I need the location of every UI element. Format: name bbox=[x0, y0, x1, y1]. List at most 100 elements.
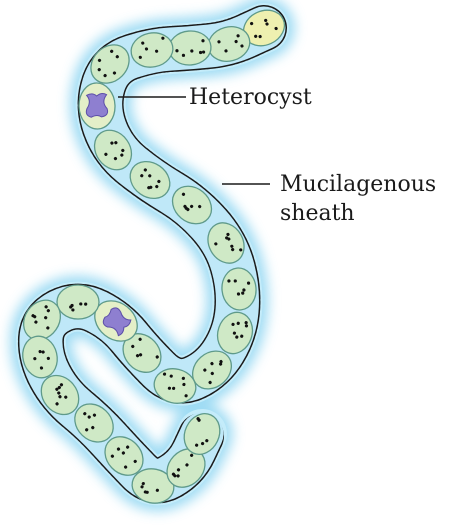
cell-granule bbox=[58, 395, 62, 399]
cell-granule bbox=[167, 386, 172, 390]
cell-granule bbox=[143, 490, 147, 494]
sheath-label-line1: Mucilagenous bbox=[280, 172, 436, 197]
cell-granule bbox=[224, 49, 228, 53]
cell-granule bbox=[264, 18, 268, 23]
cell-wall bbox=[22, 299, 62, 341]
cell-wall bbox=[22, 335, 58, 379]
cell-granule bbox=[64, 395, 68, 399]
cell-granule bbox=[157, 179, 161, 184]
cell-granule bbox=[201, 39, 205, 43]
cell-granule bbox=[121, 451, 125, 455]
cell-granule bbox=[181, 376, 185, 380]
cell-granule bbox=[144, 47, 149, 51]
cell-granule bbox=[116, 447, 121, 451]
cell-granule bbox=[244, 321, 248, 325]
cell-granule bbox=[110, 454, 114, 458]
cell-granule bbox=[140, 174, 144, 178]
cell-granule bbox=[169, 374, 173, 378]
cell-granule bbox=[131, 344, 135, 348]
vegetative-cell bbox=[221, 267, 257, 311]
vegetative-cell bbox=[171, 185, 213, 225]
vegetative-cell bbox=[130, 32, 174, 68]
cell-granule bbox=[195, 443, 199, 447]
cell-granule bbox=[41, 350, 45, 354]
cell-granule bbox=[201, 50, 206, 54]
vegetative-cell bbox=[40, 374, 80, 416]
cell-granule bbox=[240, 44, 244, 48]
cell-granule bbox=[46, 326, 50, 330]
vegetative-cell bbox=[22, 335, 58, 379]
cell-granule bbox=[55, 402, 59, 406]
cell-granule bbox=[200, 441, 205, 446]
cell-granule bbox=[250, 21, 254, 26]
vegetative-cell bbox=[74, 403, 114, 443]
cell-granule bbox=[115, 55, 119, 59]
cell-granule bbox=[182, 382, 186, 387]
cell-granule bbox=[110, 49, 114, 53]
cell-granule bbox=[138, 337, 142, 341]
cell-granule bbox=[148, 174, 152, 178]
cell-granule bbox=[141, 482, 145, 486]
cell-granule bbox=[114, 141, 118, 145]
cell-granule bbox=[113, 156, 118, 161]
cell-granule bbox=[265, 22, 269, 26]
cell-granule bbox=[184, 206, 188, 210]
cell-granule bbox=[203, 368, 207, 372]
heterocyst-label: Heterocyst bbox=[189, 85, 312, 110]
cell-granule bbox=[214, 242, 218, 246]
vegetative-cell bbox=[183, 413, 221, 455]
cell-granule bbox=[246, 281, 251, 285]
cell-granule bbox=[236, 34, 240, 38]
vegetative-cell bbox=[93, 129, 133, 171]
cell-granule bbox=[236, 292, 241, 296]
sheath-inner bbox=[19, 6, 286, 502]
cell-granule bbox=[231, 247, 235, 252]
cell-granule bbox=[217, 40, 221, 44]
cell-granule bbox=[227, 279, 231, 283]
cell-granule bbox=[155, 184, 159, 189]
vegetative-cell bbox=[216, 311, 254, 355]
cell-granule bbox=[44, 305, 48, 309]
cell-granule bbox=[161, 36, 165, 40]
cell-granule bbox=[138, 55, 142, 59]
filament-cells bbox=[22, 9, 286, 504]
cell-granule bbox=[241, 291, 245, 295]
cell-granule bbox=[79, 302, 83, 306]
heterocyst-cell bbox=[94, 300, 138, 342]
cell-granule bbox=[91, 426, 95, 430]
cell-granule bbox=[181, 192, 186, 196]
cell-granule bbox=[175, 49, 179, 53]
cell-granule bbox=[46, 309, 50, 313]
cell-granule bbox=[103, 73, 107, 78]
cell-granule bbox=[176, 474, 180, 478]
heterocyst-core bbox=[85, 93, 109, 118]
cell-granule bbox=[274, 26, 278, 31]
cell-granule bbox=[140, 485, 144, 489]
cell-granule bbox=[239, 248, 243, 252]
cell-granule bbox=[190, 49, 194, 53]
cell-granule bbox=[233, 279, 237, 283]
vegetative-cell bbox=[104, 436, 144, 476]
cell-granule bbox=[97, 68, 101, 72]
label-heterocyst: Heterocyst bbox=[118, 85, 312, 110]
cell-granule bbox=[231, 322, 235, 326]
cell-granule bbox=[172, 386, 176, 390]
cell-granule bbox=[198, 204, 202, 209]
cell-granule bbox=[225, 236, 229, 240]
cell-granule bbox=[210, 371, 214, 376]
cell-granule bbox=[226, 232, 230, 237]
cell-granule bbox=[34, 320, 38, 324]
cell-granule bbox=[57, 391, 61, 395]
cell-granule bbox=[70, 303, 74, 308]
cell-granule bbox=[143, 168, 147, 172]
cell-granule bbox=[197, 418, 201, 422]
cell-granule bbox=[83, 412, 87, 416]
cell-granule bbox=[254, 34, 258, 38]
cell-granule bbox=[110, 141, 114, 145]
cell-granule bbox=[208, 380, 212, 385]
heterocyst-core bbox=[102, 307, 132, 337]
cell-granule bbox=[176, 468, 181, 472]
cell-granule bbox=[33, 315, 37, 319]
cell-granule bbox=[230, 244, 234, 248]
cell-granule bbox=[133, 459, 137, 463]
